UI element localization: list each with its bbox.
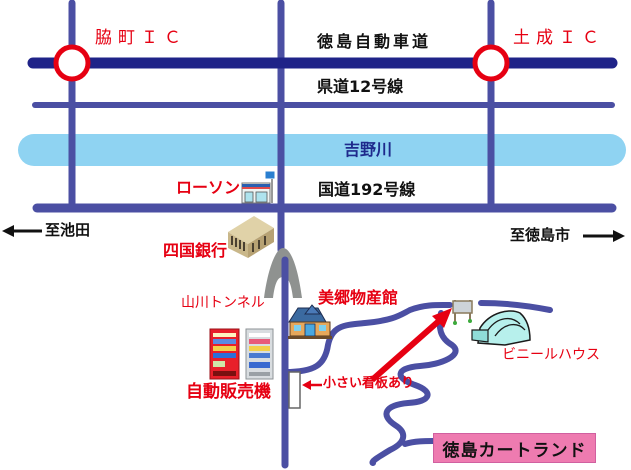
ic-west-label: 脇町ＩＣ <box>95 28 187 48</box>
bank-building-icon <box>228 216 274 258</box>
winding-road-branch <box>402 438 436 447</box>
red-arrow-head <box>432 308 452 328</box>
ic-east-label: 土成ＩＣ <box>513 28 605 48</box>
prefectural-road-label: 県道12号線 <box>317 77 404 96</box>
shikoku-bank-label: 四国銀行 <box>163 241 228 260</box>
road-past-greenhouse <box>478 300 553 313</box>
winding-road <box>282 301 459 466</box>
greenhouse-label: ビニールハウス <box>502 347 600 363</box>
vending-machine-label: 自動販売機 <box>186 382 271 402</box>
small-sign-label: 小さい看板あり <box>323 376 415 391</box>
tunnel-label: 山川トンネル <box>181 295 265 311</box>
expressway-label: 徳島自動車道 <box>317 32 432 51</box>
red-arrow-icon <box>370 317 442 383</box>
vending-machine-icon <box>209 328 274 380</box>
signboard-icon <box>452 300 473 325</box>
house-icon <box>288 304 332 339</box>
national-road-label: 国道192号線 <box>318 180 416 199</box>
to-ikeda-label: 至池田 <box>45 221 91 239</box>
lawson-label: ローソン <box>176 178 241 197</box>
ic-east-marker <box>472 44 510 82</box>
small-sign-marker <box>288 371 301 409</box>
ic-west-marker <box>53 44 91 82</box>
yoshino-river <box>18 134 626 166</box>
destination-badge: 徳島カートランド <box>433 433 596 463</box>
arrow-left-icon <box>2 225 42 237</box>
river-label: 吉野川 <box>344 140 393 159</box>
convenience-store-icon <box>241 170 276 204</box>
arrow-right-icon <box>583 230 625 242</box>
sign-pointer-arrow-icon <box>302 380 322 390</box>
to-tokushima-label: 至徳島市 <box>510 226 571 244</box>
greenhouse-icon <box>471 310 531 346</box>
souvenir-hall-label: 美郷物産館 <box>318 288 399 307</box>
